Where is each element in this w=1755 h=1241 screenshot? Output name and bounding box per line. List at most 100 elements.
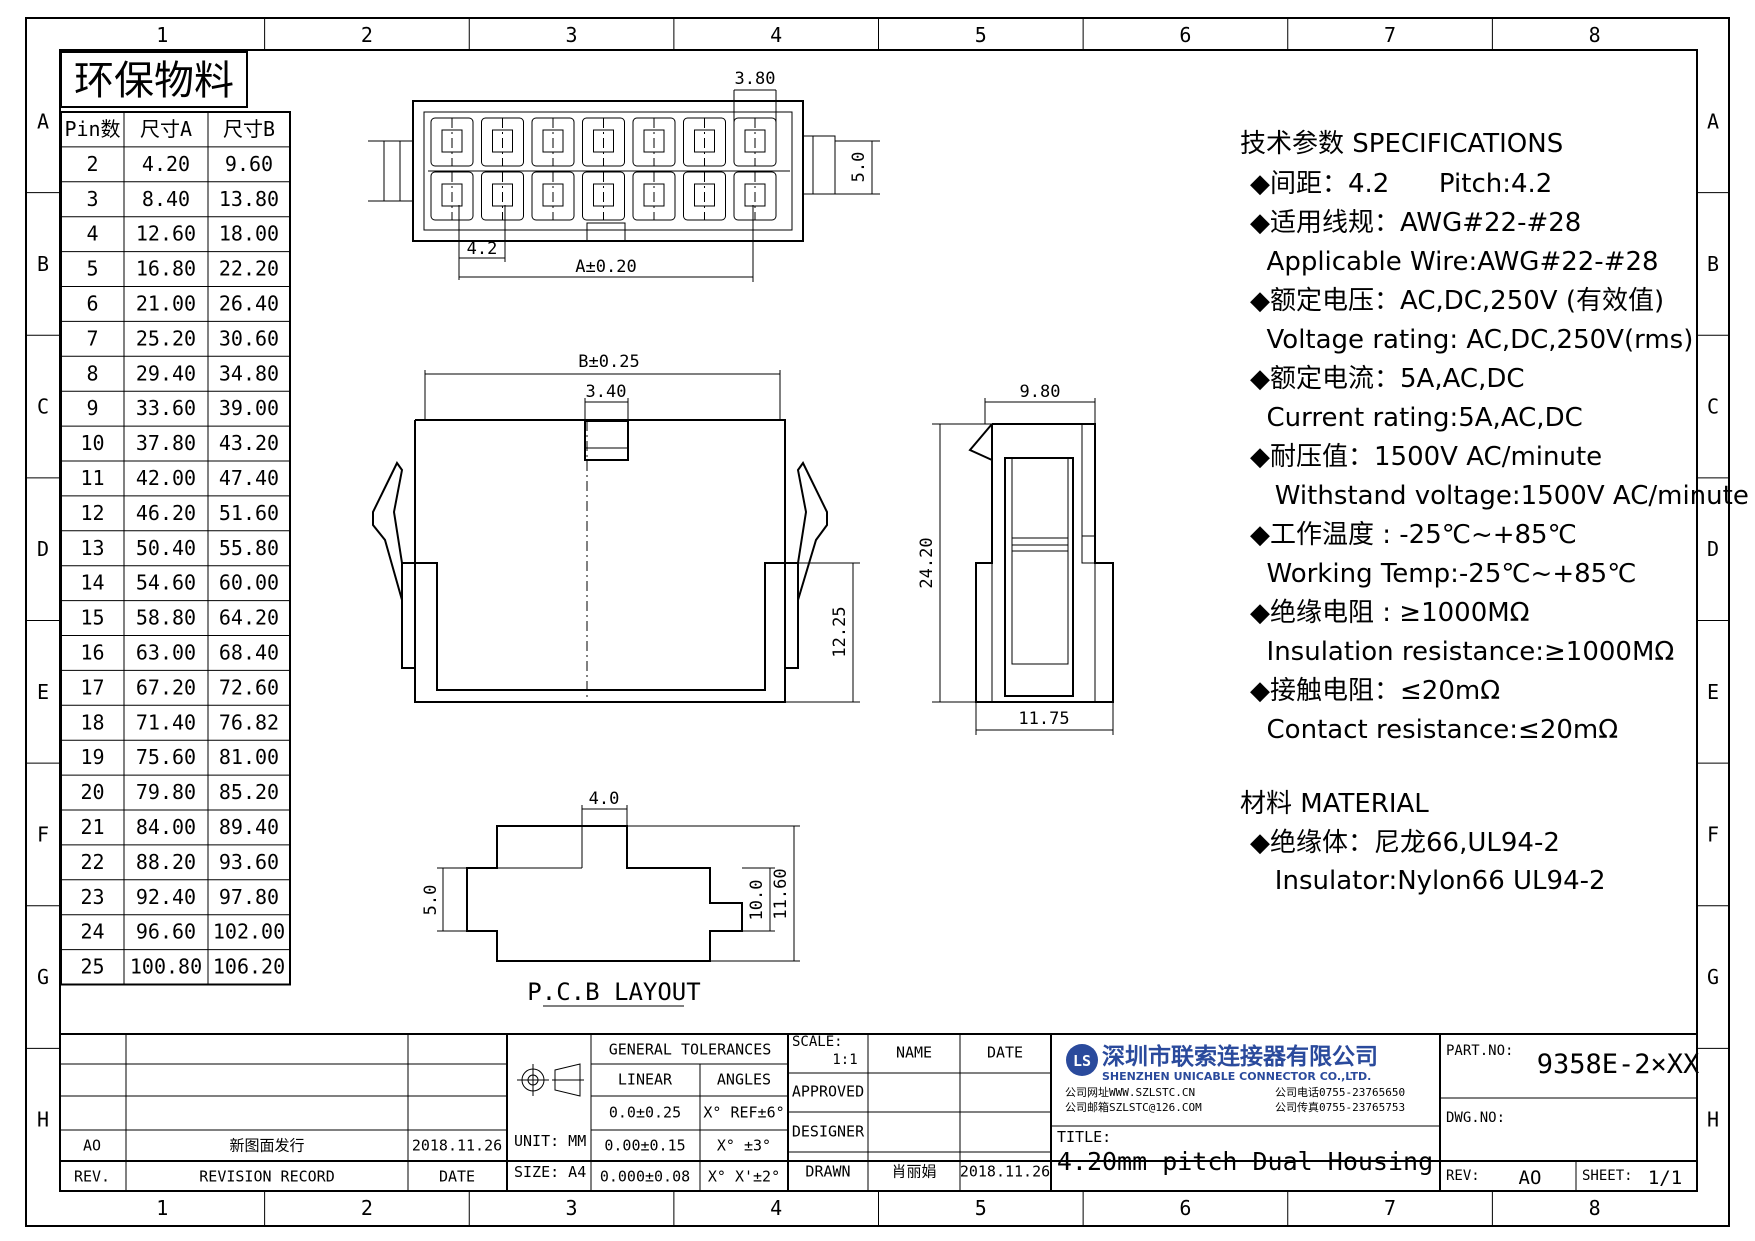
front-view-dimensions: B±0.25 3.40 12.25 [424, 352, 860, 703]
pin-table-cell: 8.40 [142, 187, 190, 211]
pin-table-cell: 51.60 [219, 501, 279, 525]
zone-row-left-A: A [37, 109, 49, 133]
dim-11-75: 11.75 [1018, 709, 1069, 729]
pin-table-cell: 93.60 [219, 850, 279, 874]
zone-col-top-8: 8 [1589, 23, 1601, 47]
size-label: SIZE: A4 [514, 1163, 586, 1181]
pin-table-cell: 2 [86, 152, 98, 176]
dim-3-40: 3.40 [586, 382, 627, 402]
rev-value: AO [1519, 1167, 1542, 1189]
scale-label: SCALE: [792, 1034, 843, 1050]
company-name-en: SHENZHEN UNICABLE CONNECTOR CO.,LTD. [1102, 1070, 1371, 1083]
pin-table-cell: 5 [86, 257, 98, 281]
pin-table-cell: 100.80 [130, 955, 202, 979]
spec-line: ◆工作温度 : -25℃~+85℃ [1250, 520, 1577, 550]
title-block: AO 新图面发行 2018.11.26 REV. REVISION RECORD… [60, 1033, 1699, 1191]
spec-line: ◆接触电阻：≤20mΩ [1250, 676, 1500, 706]
zone-col-bottom-3: 3 [566, 1196, 578, 1220]
pin-table-cell: 9.60 [225, 152, 273, 176]
third-angle-projection-icon [517, 1063, 584, 1097]
dim-11-60: 11.60 [771, 868, 791, 919]
zone-row-left-D: D [37, 537, 49, 561]
zone-row-right-G: G [1707, 965, 1719, 989]
spec-line: Current rating:5A,AC,DC [1250, 403, 1583, 433]
general-tolerances: GENERAL TOLERANCES [609, 1041, 772, 1059]
name-header: NAME [896, 1044, 932, 1062]
date-col-header: DATE [987, 1044, 1023, 1062]
angles-header: ANGLES [717, 1071, 771, 1089]
pcb-dimensions: 4.0 5.0 10.0 11.60 [421, 789, 800, 962]
angle-tolerance: X° X'±2° [708, 1168, 780, 1186]
zone-col-bottom-1: 1 [156, 1196, 168, 1220]
pin-table-cell: 21 [80, 815, 104, 839]
unit-label: UNIT: MM [514, 1132, 586, 1150]
pcb-layout-label: P.C.B LAYOUT [527, 978, 700, 1006]
zone-row-left-B: B [37, 252, 49, 276]
eco-label-box [60, 51, 248, 108]
pin-table-cell: 47.40 [219, 466, 279, 490]
dim-12-25: 12.25 [830, 606, 850, 657]
pin-table-cell: 13 [80, 536, 104, 560]
angle-tolerance: X° ±3° [717, 1137, 771, 1155]
spec-line: ◆适用线规：AWG#22-#28 [1250, 208, 1581, 238]
material-heading: 材料 MATERIAL [1240, 789, 1429, 819]
pin-table-cell: 17 [80, 675, 104, 699]
pin-table-header: 尺寸A [140, 117, 192, 141]
scale-value: 1:1 [832, 1052, 857, 1068]
top-view-dimensions: 3.80 5.0 4.2 A±0.20 [458, 69, 880, 282]
sheet-value: 1/1 [1648, 1167, 1682, 1189]
pin-table-cell: 81.00 [219, 745, 279, 769]
zone-col-bottom-6: 6 [1179, 1196, 1191, 1220]
pin-table-cell: 10 [80, 431, 104, 455]
pin-table-cell: 63.00 [136, 640, 196, 664]
company-name-cn: 深圳市联索连接器有限公司 [1102, 1043, 1378, 1070]
dim-4-2: 4.2 [467, 239, 498, 259]
part-no-label: PART.NO: [1446, 1043, 1513, 1059]
spec-line: Working Temp:-25℃~+85℃ [1250, 559, 1636, 589]
spec-line: Voltage rating: AC,DC,250V(rms) [1250, 325, 1693, 355]
pin-table-cell: 6 [86, 291, 98, 315]
spec-heading: 技术参数 SPECIFICATIONS [1240, 129, 1563, 159]
pin-table-cell: 102.00 [213, 920, 285, 944]
pin-table-cell: 19 [80, 745, 104, 769]
zone-row-right-B: B [1707, 252, 1719, 276]
pin-table-cell: 60.00 [219, 571, 279, 595]
zone-row-right-H: H [1707, 1108, 1719, 1132]
zone-row-right-A: A [1707, 109, 1719, 133]
top-view [368, 100, 836, 242]
front-view [372, 419, 828, 703]
pin-table-cell: 9 [86, 396, 98, 420]
dim-9-80: 9.80 [1020, 382, 1061, 402]
pin-table-cell: 22.20 [219, 257, 279, 281]
angle-tolerance: X° REF±6° [703, 1104, 784, 1122]
spec-list: ◆间距：4.2 Pitch:4.2 ◆适用线规：AWG#22-#28 Applic… [1250, 169, 1749, 745]
pin-table-cell: 23 [80, 885, 104, 909]
zone-row-left-H: H [37, 1108, 49, 1132]
pin-table-cell: 106.20 [213, 955, 285, 979]
dim-a: A±0.20 [575, 257, 636, 277]
pin-table-cell: 79.80 [136, 780, 196, 804]
dim-b: B±0.25 [578, 352, 639, 372]
zone-row-left-C: C [37, 395, 49, 419]
pin-table-cell: 29.40 [136, 361, 196, 385]
zone-row-right-D: D [1707, 537, 1719, 561]
spec-line: ◆间距：4.2 Pitch:4.2 [1250, 169, 1552, 199]
pin-table-cell: 12 [80, 501, 104, 525]
pin-table-cell: 84.00 [136, 815, 196, 839]
zone-col-top-1: 1 [156, 23, 168, 47]
spec-line: Insulation resistance:≥1000MΩ [1250, 637, 1674, 667]
zone-row-left-F: F [37, 822, 49, 846]
pin-table-cell: 24 [80, 920, 104, 944]
material-line: ◆绝缘体：尼龙66,UL94-2 [1250, 828, 1560, 858]
linear-tolerance: 0.0±0.25 [609, 1104, 681, 1122]
rev-value-row: AO [83, 1137, 101, 1155]
pin-table-cell: 30.60 [219, 326, 279, 350]
pin-table-cell: 43.20 [219, 431, 279, 455]
pin-table-cell: 4 [86, 222, 98, 246]
spec-line: ◆额定电流：5A,AC,DC [1250, 364, 1525, 394]
dim-3-80: 3.80 [735, 69, 776, 89]
pin-table-cell: 16.80 [136, 257, 196, 281]
spec-line: Applicable Wire:AWG#22-#28 [1250, 247, 1659, 277]
